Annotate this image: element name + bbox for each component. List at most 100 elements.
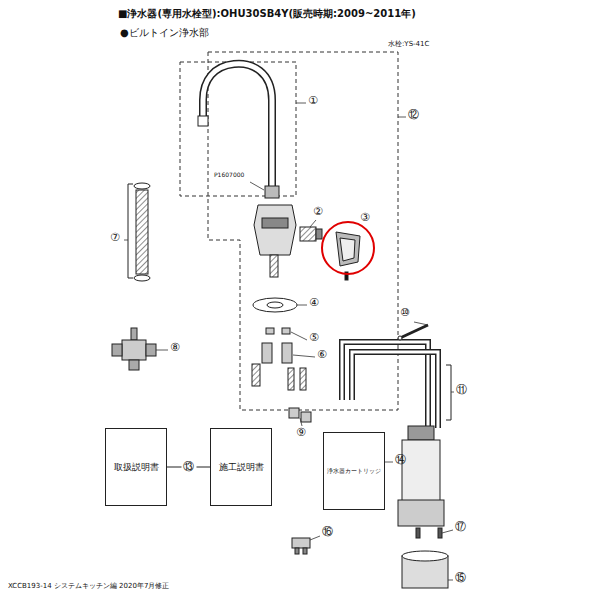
callout-number: ④	[309, 297, 319, 310]
leader-lines	[124, 240, 128, 241]
washer-and-nuts	[282, 328, 290, 334]
handle-part	[340, 238, 355, 261]
washer-and-nuts	[301, 412, 311, 422]
fitting	[292, 538, 310, 554]
callout-number: ⑩	[400, 307, 410, 320]
part-code: P1607000	[214, 172, 244, 179]
group-dashed-outline	[180, 52, 398, 410]
pipes	[352, 352, 438, 428]
cartridge	[398, 500, 444, 526]
pipes	[352, 352, 438, 428]
callout-number: ⑭	[395, 454, 406, 467]
handle-part	[336, 232, 360, 266]
leader-lines	[124, 103, 454, 580]
small-rod	[398, 325, 428, 340]
group-dashed-outline	[208, 52, 398, 410]
leader-lines	[156, 350, 168, 351]
leader-lines	[442, 530, 453, 533]
callout-number: ⑮	[455, 572, 466, 585]
pipes	[446, 365, 451, 420]
joint-part	[316, 229, 322, 239]
spout	[203, 64, 272, 190]
washer-and-nuts	[252, 298, 311, 422]
callout-number: ⑫	[408, 109, 419, 122]
small-rod	[398, 336, 402, 340]
leader-lines	[310, 220, 316, 227]
node-text: 施工説明書	[219, 461, 264, 474]
washer-and-nuts	[253, 298, 297, 312]
valve	[131, 328, 137, 340]
cartridge	[402, 551, 448, 561]
footer-caption: XCCB193-14 システムキッチン編 2020年7月修正	[8, 582, 169, 590]
node-text: 取扱説明書	[114, 461, 159, 474]
spout	[203, 64, 272, 190]
node-text: 浄水器カートリッジ	[327, 467, 381, 476]
cartridge	[408, 426, 434, 440]
valve	[112, 344, 122, 356]
callout-number: ⑤	[309, 332, 319, 345]
spout	[265, 186, 279, 198]
flexible-hose	[128, 183, 150, 281]
diagram-title: ■浄水器(専用水栓型):OHU30SB4Y(販売時期:2009~2011年)	[118, 8, 416, 20]
callout-number: ⑧	[170, 342, 180, 355]
faucet-body	[262, 218, 288, 228]
valve	[122, 340, 146, 360]
washer-and-nuts	[288, 368, 294, 390]
callout-number: ⑪	[456, 384, 467, 397]
leader-lines	[414, 322, 428, 325]
joint-part	[300, 227, 316, 241]
cartridge	[398, 426, 448, 588]
faucet-body	[254, 205, 296, 277]
washer-and-nuts	[289, 408, 299, 418]
spout	[198, 116, 208, 126]
fitting	[295, 548, 299, 554]
callout-number: ⑰	[455, 521, 466, 534]
valve	[146, 344, 156, 356]
washer-and-nuts	[282, 343, 292, 363]
leader-lines	[451, 392, 454, 393]
callout-number: ⑦	[110, 232, 120, 245]
flexible-hose	[136, 190, 148, 274]
valve	[112, 328, 156, 370]
faucet-body	[254, 205, 296, 255]
washer-and-nuts	[267, 302, 283, 308]
callout-number: ②	[313, 206, 323, 219]
faucet-body	[270, 255, 278, 277]
leader-lines	[448, 580, 453, 581]
fitting	[292, 538, 310, 548]
leader-lines	[296, 103, 306, 104]
washer-and-nuts	[300, 368, 306, 390]
leader-lines	[293, 355, 315, 357]
callout-number: ⑯	[322, 526, 333, 539]
valve	[129, 360, 139, 370]
joint-part	[300, 227, 322, 241]
callout-number: ③	[360, 212, 370, 225]
washer-and-nuts	[266, 328, 274, 334]
leader-lines	[250, 182, 264, 190]
leader-lines	[310, 536, 320, 540]
leader-lines	[297, 305, 307, 306]
flexible-hose	[128, 184, 133, 278]
section-heading: ●ビルトイン浄水部	[120, 27, 209, 39]
group-dashed-outline	[180, 62, 296, 196]
spout	[198, 64, 279, 198]
fitting	[303, 548, 307, 554]
callout-number: ⑨	[296, 427, 306, 440]
callout-number: ⑬	[181, 461, 196, 473]
callout-number: ⑥	[317, 349, 327, 362]
leader-lines	[398, 117, 406, 118]
cartridge	[438, 528, 442, 538]
pipes	[342, 342, 451, 428]
cartridge-box: 浄水器カートリッジ	[323, 432, 385, 510]
leader-lines	[291, 332, 307, 340]
manual-document: 施工説明書	[210, 428, 272, 506]
small-rod	[400, 325, 428, 338]
washer-and-nuts	[252, 364, 260, 386]
flexible-hose	[134, 275, 150, 281]
model-note: 水栓:YS-41C	[388, 40, 429, 48]
cartridge	[402, 440, 440, 502]
flexible-hose	[134, 183, 150, 189]
